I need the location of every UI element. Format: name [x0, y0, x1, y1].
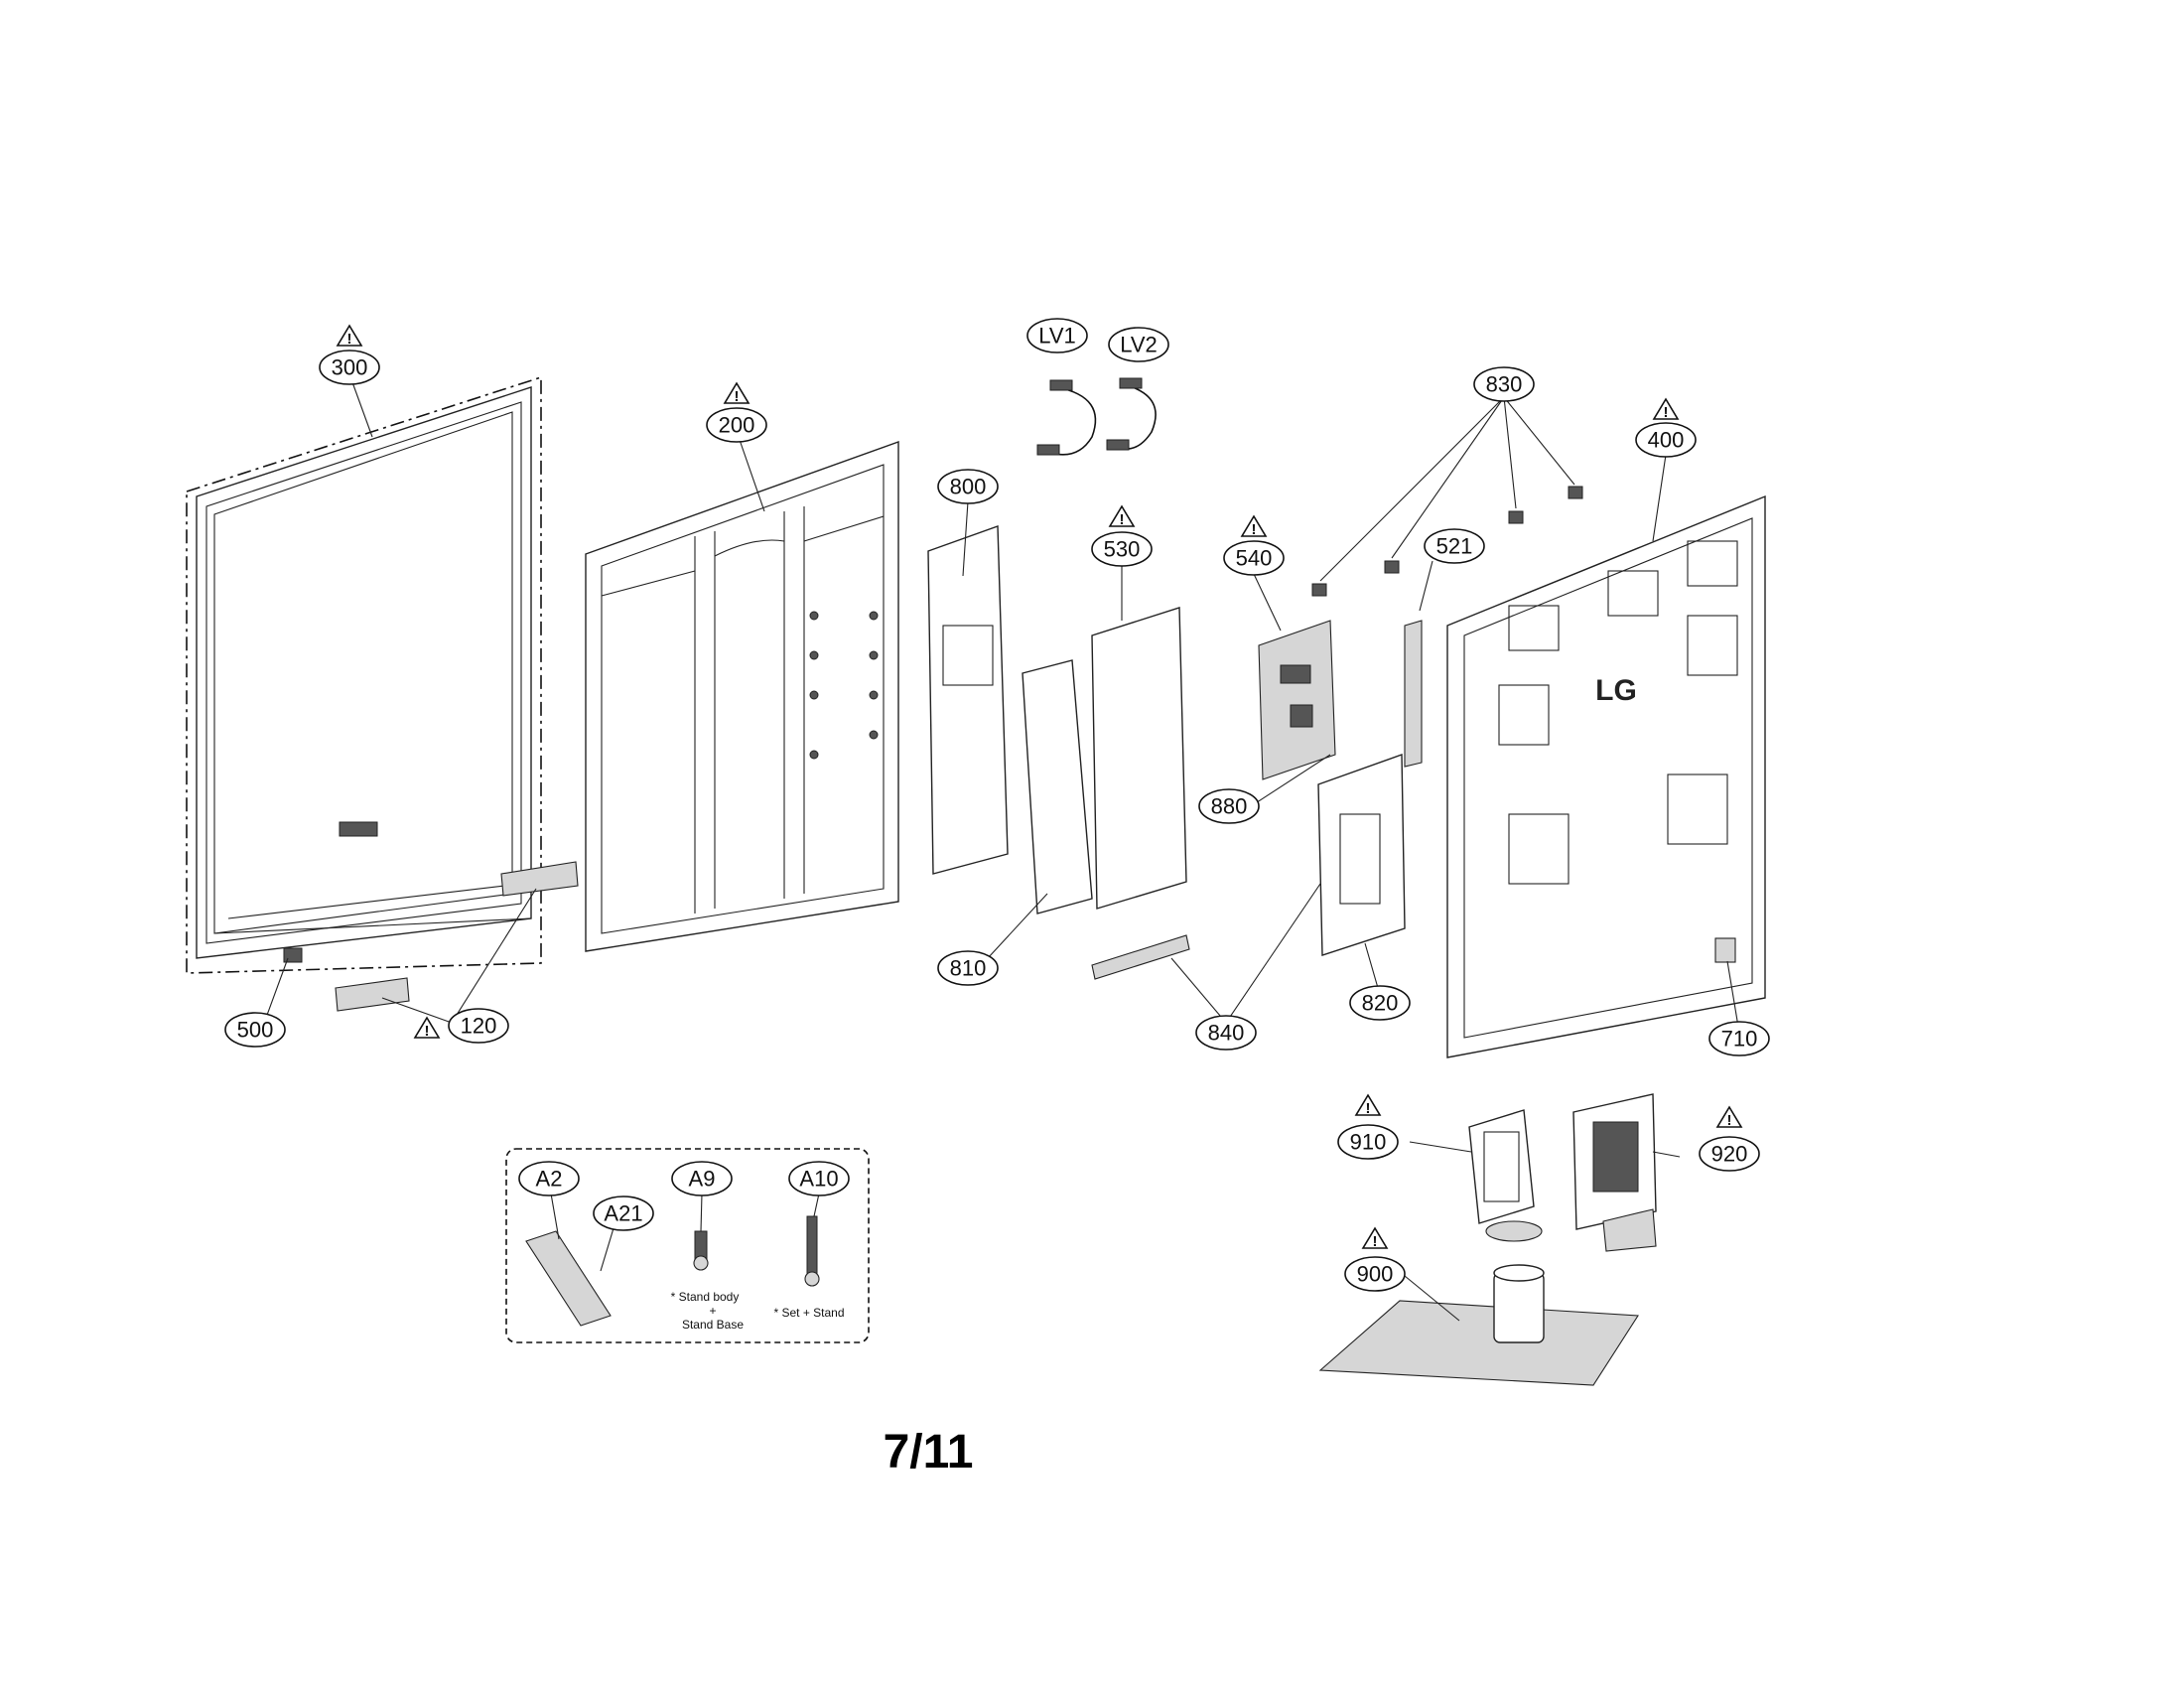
part-120-speakers [335, 861, 579, 1012]
callout-710[interactable]: 710 [1708, 1021, 1770, 1056]
callout-label: A9 [689, 1167, 716, 1192]
callout-label: 120 [461, 1014, 497, 1039]
note-a9-line2: + [709, 1304, 716, 1318]
part-a10-screw [806, 1215, 818, 1277]
callout-label: 530 [1104, 537, 1141, 562]
callout-lv1[interactable]: LV1 [1026, 318, 1088, 353]
warning-icon: ! [425, 1023, 430, 1040]
note-a10-line1: * Set + Stand [773, 1306, 844, 1320]
warning-icon: ! [1366, 1100, 1371, 1117]
part-820-bracket [1317, 754, 1406, 956]
part-540-main-board [1258, 620, 1336, 780]
callout-200[interactable]: ! 200 [706, 381, 767, 443]
part-840-bracket [1091, 934, 1190, 980]
part-a2-stand-support [525, 1230, 612, 1327]
callout-a21[interactable]: A21 [593, 1196, 654, 1231]
part-521-board [1404, 620, 1423, 768]
part-400-back-cover: LG [1446, 494, 1766, 1058]
callout-500[interactable]: 500 [224, 1012, 286, 1048]
callout-label: 800 [950, 475, 987, 499]
callout-label: A21 [604, 1201, 642, 1226]
callout-label: A2 [536, 1167, 563, 1192]
callout-label: 540 [1236, 546, 1273, 571]
warning-icon: ! [1120, 511, 1125, 528]
callout-a9[interactable]: A9 [671, 1161, 733, 1196]
part-710-cover [1714, 937, 1736, 963]
callout-a2[interactable]: A2 [518, 1161, 580, 1196]
part-910-stand-bracket [1468, 1109, 1543, 1242]
callout-label: 521 [1436, 534, 1473, 559]
callout-label: 910 [1350, 1130, 1387, 1155]
callout-label: 900 [1357, 1262, 1394, 1287]
warning-icon: ! [1664, 404, 1669, 421]
callout-120[interactable]: ! 120 [413, 1008, 509, 1044]
callout-label: A10 [799, 1167, 838, 1192]
callout-label: 400 [1648, 428, 1685, 453]
part-300-front-bezel [186, 375, 542, 974]
callout-540[interactable]: ! 540 [1223, 514, 1285, 576]
part-800-sheet [927, 525, 1009, 875]
part-lv-cables [1036, 377, 1157, 456]
callout-label: LV1 [1038, 324, 1076, 349]
warning-icon: ! [1252, 521, 1257, 538]
callout-lv2[interactable]: LV2 [1108, 327, 1169, 362]
callout-880[interactable]: 880 [1198, 788, 1260, 824]
callout-a10[interactable]: A10 [788, 1161, 850, 1196]
callout-900[interactable]: ! 900 [1344, 1226, 1406, 1292]
callout-910[interactable]: ! 910 [1337, 1093, 1399, 1160]
leader-lines [265, 381, 1740, 1322]
callout-800[interactable]: 800 [937, 469, 999, 504]
callout-820[interactable]: 820 [1349, 985, 1411, 1021]
callout-label: 810 [950, 956, 987, 981]
warning-icon: ! [1373, 1233, 1378, 1250]
warning-icon: ! [347, 331, 352, 348]
note-a9-line1: * Stand body [671, 1290, 740, 1304]
accessory-box: * Stand body + Stand Base * Set + Stand [505, 1148, 870, 1343]
callout-label: 920 [1711, 1142, 1748, 1167]
part-810-sheet [1022, 659, 1093, 914]
callout-label: 200 [719, 413, 755, 438]
callout-label: 300 [332, 355, 368, 380]
warning-icon: ! [1727, 1112, 1732, 1129]
callout-400[interactable]: ! 400 [1635, 397, 1697, 458]
callout-label: 840 [1208, 1021, 1245, 1046]
callout-label: 500 [237, 1018, 274, 1043]
callout-label: 830 [1486, 372, 1523, 397]
part-920-stand-cover [1572, 1093, 1657, 1252]
callout-810[interactable]: 810 [937, 950, 999, 986]
part-830-clips [1311, 486, 1583, 597]
part-530-sheet [1091, 607, 1187, 910]
callout-label: 820 [1362, 991, 1399, 1016]
page-number: 7/11 [884, 1426, 974, 1478]
lg-logo: LG [1595, 674, 1637, 707]
callout-label: LV2 [1120, 333, 1158, 357]
callout-830[interactable]: 830 [1473, 366, 1535, 402]
callout-521[interactable]: 521 [1424, 528, 1485, 564]
callout-label: 880 [1211, 794, 1248, 819]
callout-530[interactable]: ! 530 [1091, 504, 1153, 567]
warning-icon: ! [735, 388, 740, 405]
note-a9-line3: Stand Base [682, 1318, 744, 1332]
part-900-stand-base [1318, 1264, 1639, 1386]
callout-840[interactable]: 840 [1195, 1015, 1257, 1051]
part-200-panel [585, 441, 899, 952]
callout-label: 710 [1721, 1027, 1758, 1052]
callout-920[interactable]: ! 920 [1699, 1105, 1760, 1172]
callout-300[interactable]: ! 300 [319, 324, 380, 385]
